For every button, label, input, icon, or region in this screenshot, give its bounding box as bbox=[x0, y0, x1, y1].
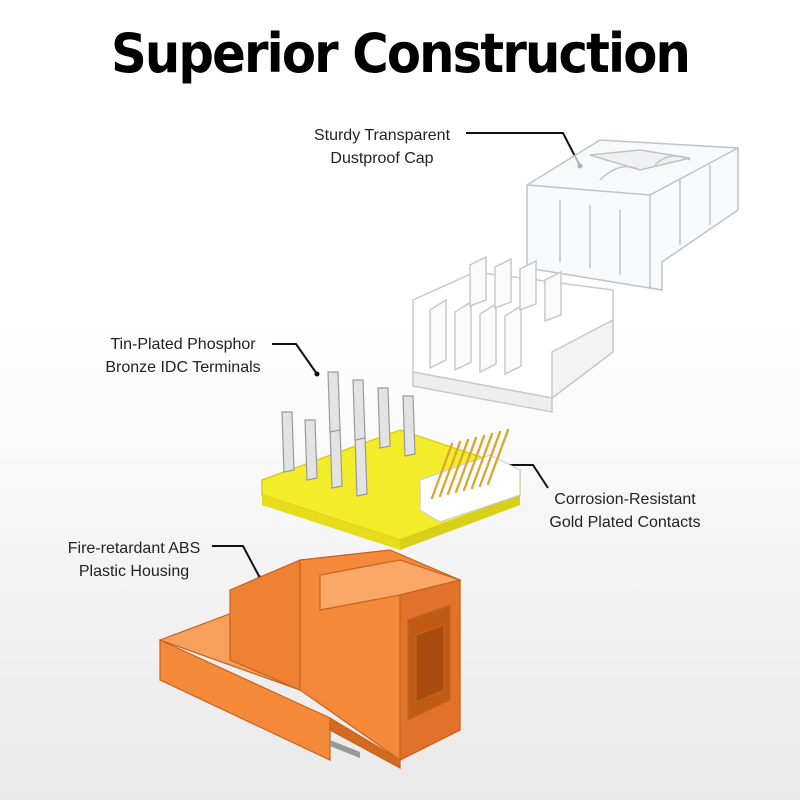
cap-label-line2: Dustproof Cap bbox=[330, 150, 434, 167]
cap-label: Sturdy Transparent Dustproof Cap bbox=[302, 124, 462, 170]
white-idc-block bbox=[412, 255, 614, 413]
housing-label-line2: Plastic Housing bbox=[78, 563, 190, 580]
pcb-assembly bbox=[261, 371, 521, 550]
orange-abs-housing bbox=[158, 549, 463, 770]
contact-carrier bbox=[419, 454, 521, 523]
contacts-leader-line bbox=[504, 464, 549, 489]
transparent-dustproof-cap bbox=[526, 139, 739, 291]
terminals-label-line2: Bronze IDC Terminals bbox=[105, 359, 261, 376]
terminals-leader-dot bbox=[314, 371, 320, 377]
terminals-label-line1: Tin-Plated Phosphor bbox=[110, 336, 256, 353]
cap-label-line1: Sturdy Transparent bbox=[313, 127, 451, 144]
housing-leader-line bbox=[212, 545, 261, 579]
idc-terminals bbox=[281, 371, 416, 497]
contacts-label-line1: Corrosion-Resistant bbox=[554, 491, 696, 508]
page-title: Superior Construction bbox=[110, 22, 691, 85]
housing-label: Fire-retardant ABS Plastic Housing bbox=[56, 537, 212, 583]
terminals-label: Tin-Plated Phosphor Bronze IDC Terminals bbox=[98, 333, 268, 379]
contacts-label-line2: Gold Plated Contacts bbox=[549, 514, 701, 531]
contacts-label: Corrosion-Resistant Gold Plated Contacts bbox=[540, 488, 710, 534]
terminals-leader-line bbox=[272, 343, 318, 375]
housing-label-line1: Fire-retardant ABS bbox=[67, 540, 201, 557]
gold-contacts bbox=[430, 428, 510, 500]
cap-leader-line bbox=[466, 132, 581, 167]
